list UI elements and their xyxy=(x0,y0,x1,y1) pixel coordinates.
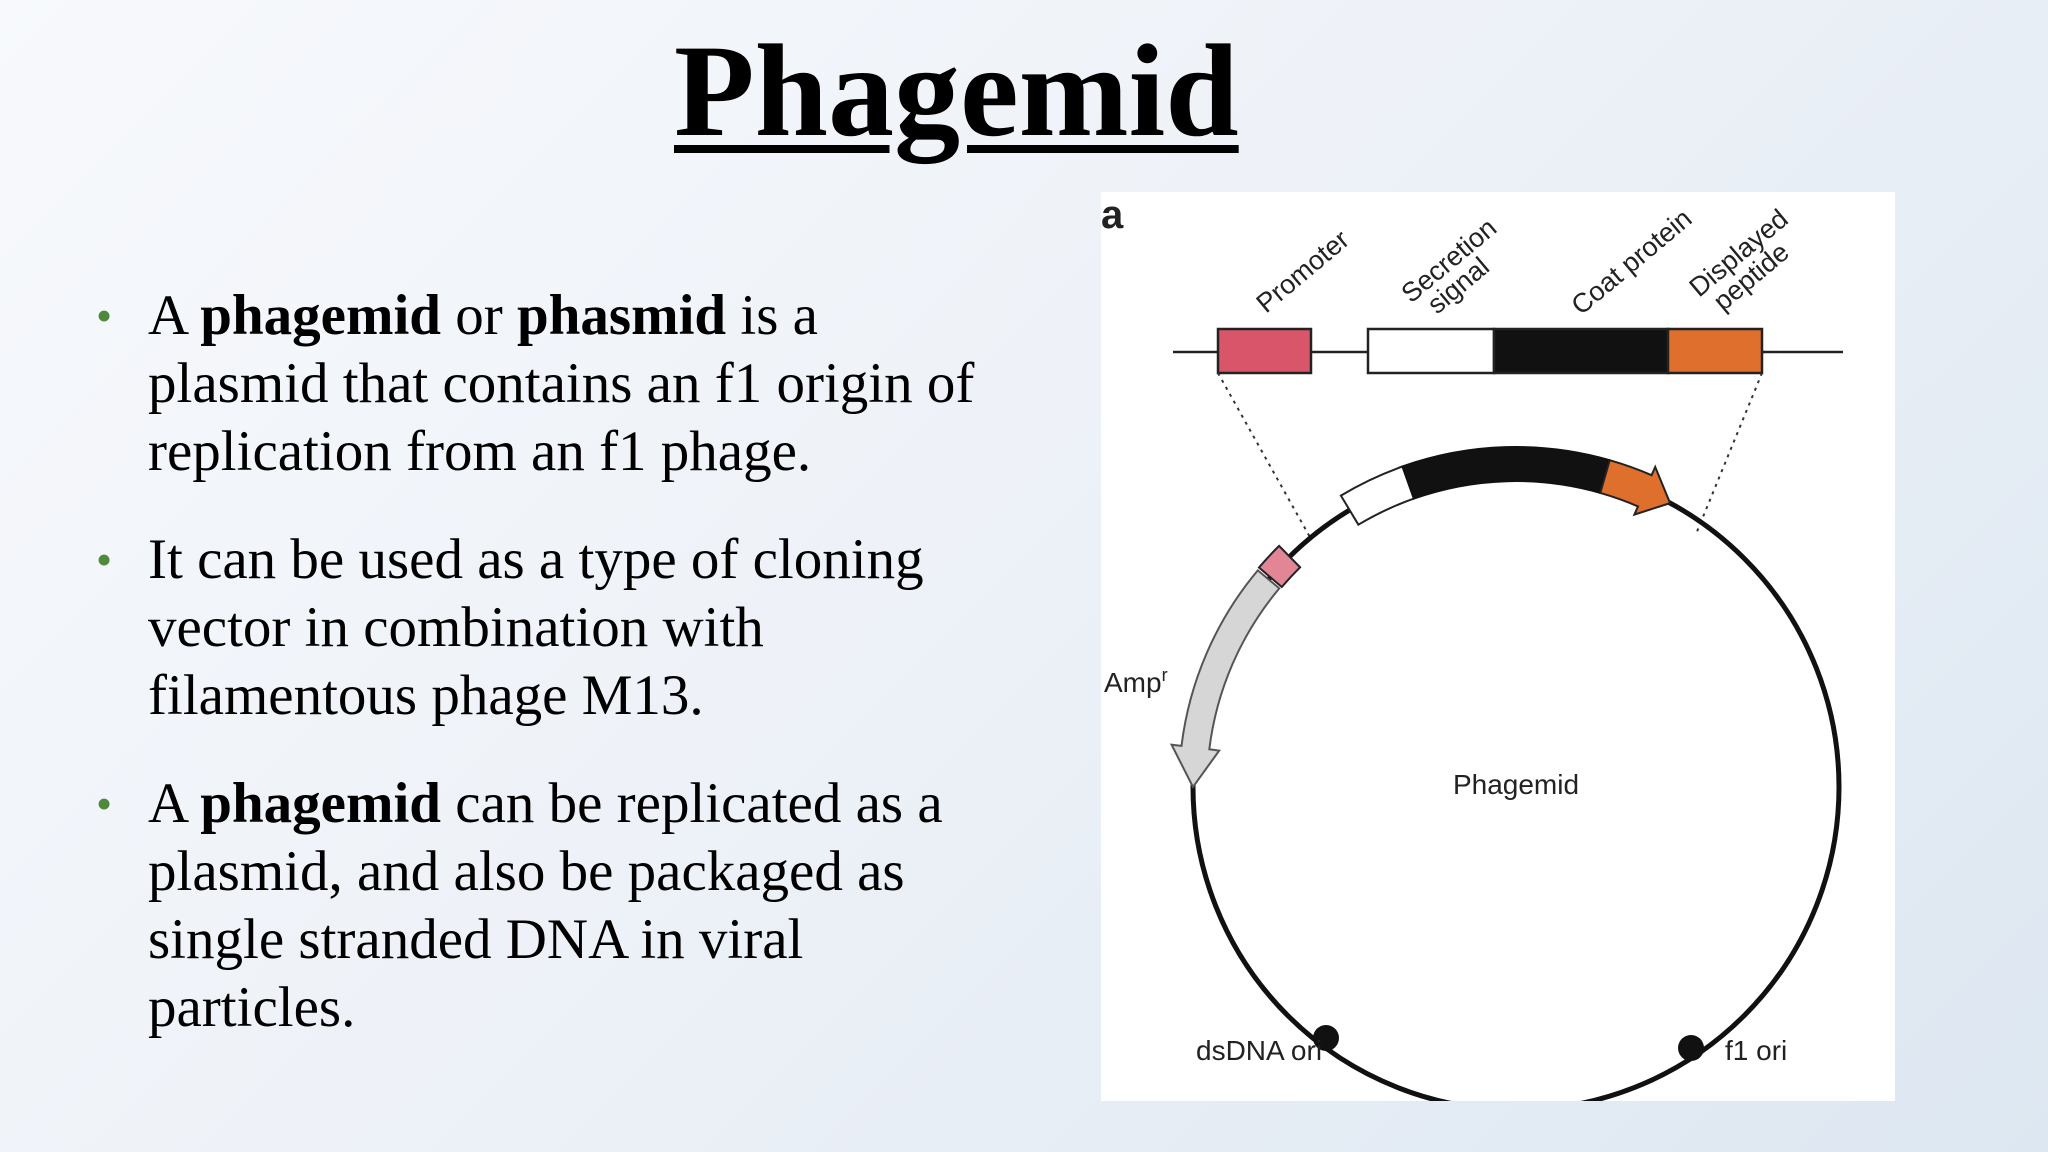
bullet-dot-icon: • xyxy=(96,534,113,585)
text-run: can be replicated as a xyxy=(441,772,943,835)
plasmid-promoter xyxy=(1257,544,1302,589)
phagemid-diagram-svg: a Promoter Secretion signal Coat protein… xyxy=(1101,193,1843,1101)
dsdna-ori-label: dsDNA ori xyxy=(1196,1035,1322,1066)
promoter-segment xyxy=(1216,327,1313,375)
phagemid-center-label: Phagemid xyxy=(1453,769,1579,800)
text-run: vector in combination with xyxy=(148,596,764,659)
text-run: is a xyxy=(726,284,818,347)
plasmid-displayed-peptide-arrow xyxy=(1599,458,1672,517)
promoter-label: Promoter xyxy=(1251,224,1355,318)
bullet-line: A phagemid or phasmid is a xyxy=(148,282,1066,350)
connector-left xyxy=(1217,372,1312,540)
bullet-line: filamentous phage M13. xyxy=(148,662,1066,730)
bold-term: phagemid xyxy=(200,284,442,347)
bullet-line: vector in combination with xyxy=(148,594,1066,662)
coat-protein-segment xyxy=(1492,327,1670,375)
bullet-dot-icon: • xyxy=(96,290,113,341)
text-run: filamentous phage M13. xyxy=(148,664,704,727)
coat-protein-label: Coat protein xyxy=(1566,203,1698,321)
ampr-label: Ampr xyxy=(1104,665,1168,698)
displayed-peptide-segment xyxy=(1666,327,1764,375)
bold-term: phagemid xyxy=(200,772,442,835)
bullet-dot-icon: • xyxy=(96,778,113,829)
text-run: A xyxy=(148,772,201,835)
panel-letter: a xyxy=(1101,193,1124,237)
bullet-line: A phagemid can be replicated as a xyxy=(148,770,1066,838)
bullet-line: plasmid that contains an f1 origin of xyxy=(148,350,1066,418)
f1-ori-dot xyxy=(1678,1035,1704,1061)
bullet-line: single stranded DNA in viral xyxy=(148,906,1066,974)
f1-ori-label: f1 ori xyxy=(1725,1035,1787,1066)
secretion-signal-segment xyxy=(1366,327,1496,375)
phagemid-diagram: a Promoter Secretion signal Coat protein… xyxy=(1101,192,1895,1101)
bullet-line: replication from an f1 phage. xyxy=(148,418,1066,486)
text-run: particles. xyxy=(148,976,356,1039)
plasmid-secretion-signal xyxy=(1339,465,1416,527)
bullet-line: It can be used as a type of cloning xyxy=(148,526,1066,594)
text-run: single stranded DNA in viral xyxy=(148,908,804,971)
plasmid-ampr-arrow xyxy=(1169,568,1281,789)
bold-term: phasmid xyxy=(517,284,727,347)
text-run: plasmid, and also be packaged as xyxy=(148,840,905,903)
bullet-line: plasmid, and also be packaged as xyxy=(148,838,1066,906)
text-run: A xyxy=(148,284,201,347)
text-run: plasmid that contains an f1 origin of xyxy=(148,352,975,415)
connector-right xyxy=(1695,372,1763,535)
text-run: It can be used as a type of cloning xyxy=(148,528,924,591)
text-run: or xyxy=(441,284,517,347)
text-run: replication from an f1 phage. xyxy=(148,420,812,483)
bullet-line: particles. xyxy=(148,974,1066,1042)
slide-title: Phagemid xyxy=(674,17,1239,164)
dsdna-ori-dot xyxy=(1313,1025,1339,1051)
plasmid-coat-protein xyxy=(1401,446,1611,500)
